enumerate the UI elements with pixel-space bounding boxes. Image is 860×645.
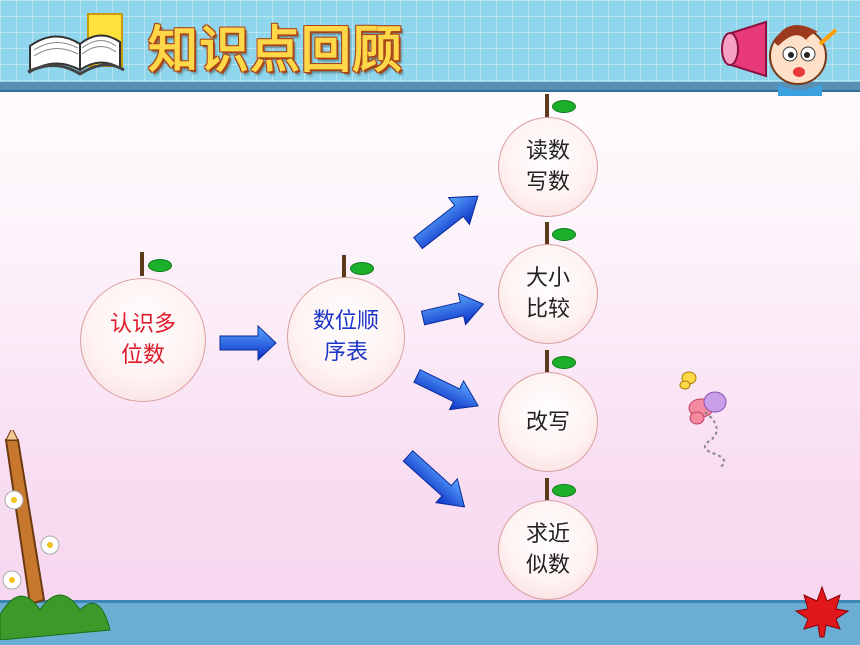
node-rewrite: 改写 bbox=[498, 372, 598, 472]
node-compare-label: 大小比较 bbox=[525, 266, 570, 322]
approx-apple-leaf bbox=[552, 484, 576, 497]
compare-apple-stem bbox=[545, 222, 549, 246]
node-read-write: 读数写数 bbox=[498, 117, 598, 217]
compare-apple-leaf bbox=[552, 228, 576, 241]
node-root-label: 认识多位数 bbox=[109, 312, 176, 368]
pencil-decoration bbox=[0, 430, 111, 640]
root-apple-stem bbox=[140, 252, 144, 276]
node-root: 认识多位数 bbox=[80, 278, 206, 402]
arrow-to-compare bbox=[420, 292, 485, 326]
maple-leaf-icon bbox=[794, 585, 850, 638]
node-approx: 求近似数 bbox=[498, 500, 598, 600]
node-approx-label: 求近似数 bbox=[525, 522, 570, 578]
book-icon bbox=[27, 13, 125, 76]
header-bar bbox=[0, 0, 860, 82]
megaphone-mascot-icon bbox=[721, 20, 838, 96]
middle-apple-leaf bbox=[350, 262, 374, 275]
approx-apple-stem bbox=[545, 478, 549, 502]
read-write-apple-stem bbox=[545, 94, 549, 118]
footer-divider bbox=[0, 600, 860, 603]
root-apple-leaf bbox=[148, 259, 172, 272]
header-divider-line bbox=[0, 90, 860, 92]
node-rewrite-label: 改写 bbox=[525, 409, 570, 435]
node-middle-label: 数位顺序表 bbox=[312, 309, 379, 365]
footer-bar bbox=[0, 603, 860, 645]
header-divider bbox=[0, 82, 860, 90]
rewrite-apple-stem bbox=[545, 350, 549, 374]
node-middle: 数位顺序表 bbox=[287, 277, 405, 397]
arrow-root-to-middle bbox=[219, 324, 277, 362]
arrow-to-read-write bbox=[412, 195, 479, 250]
node-compare: 大小比较 bbox=[498, 244, 598, 344]
rewrite-apple-leaf bbox=[552, 356, 576, 369]
arrow-to-approx bbox=[402, 450, 466, 508]
read-write-apple-leaf bbox=[552, 100, 576, 113]
page-title: 知识点回顾 bbox=[148, 20, 403, 79]
butterfly-icon bbox=[679, 371, 727, 469]
arrow-to-rewrite bbox=[413, 369, 479, 411]
node-read-write-label: 读数写数 bbox=[525, 139, 570, 195]
middle-apple-stem bbox=[342, 255, 346, 279]
